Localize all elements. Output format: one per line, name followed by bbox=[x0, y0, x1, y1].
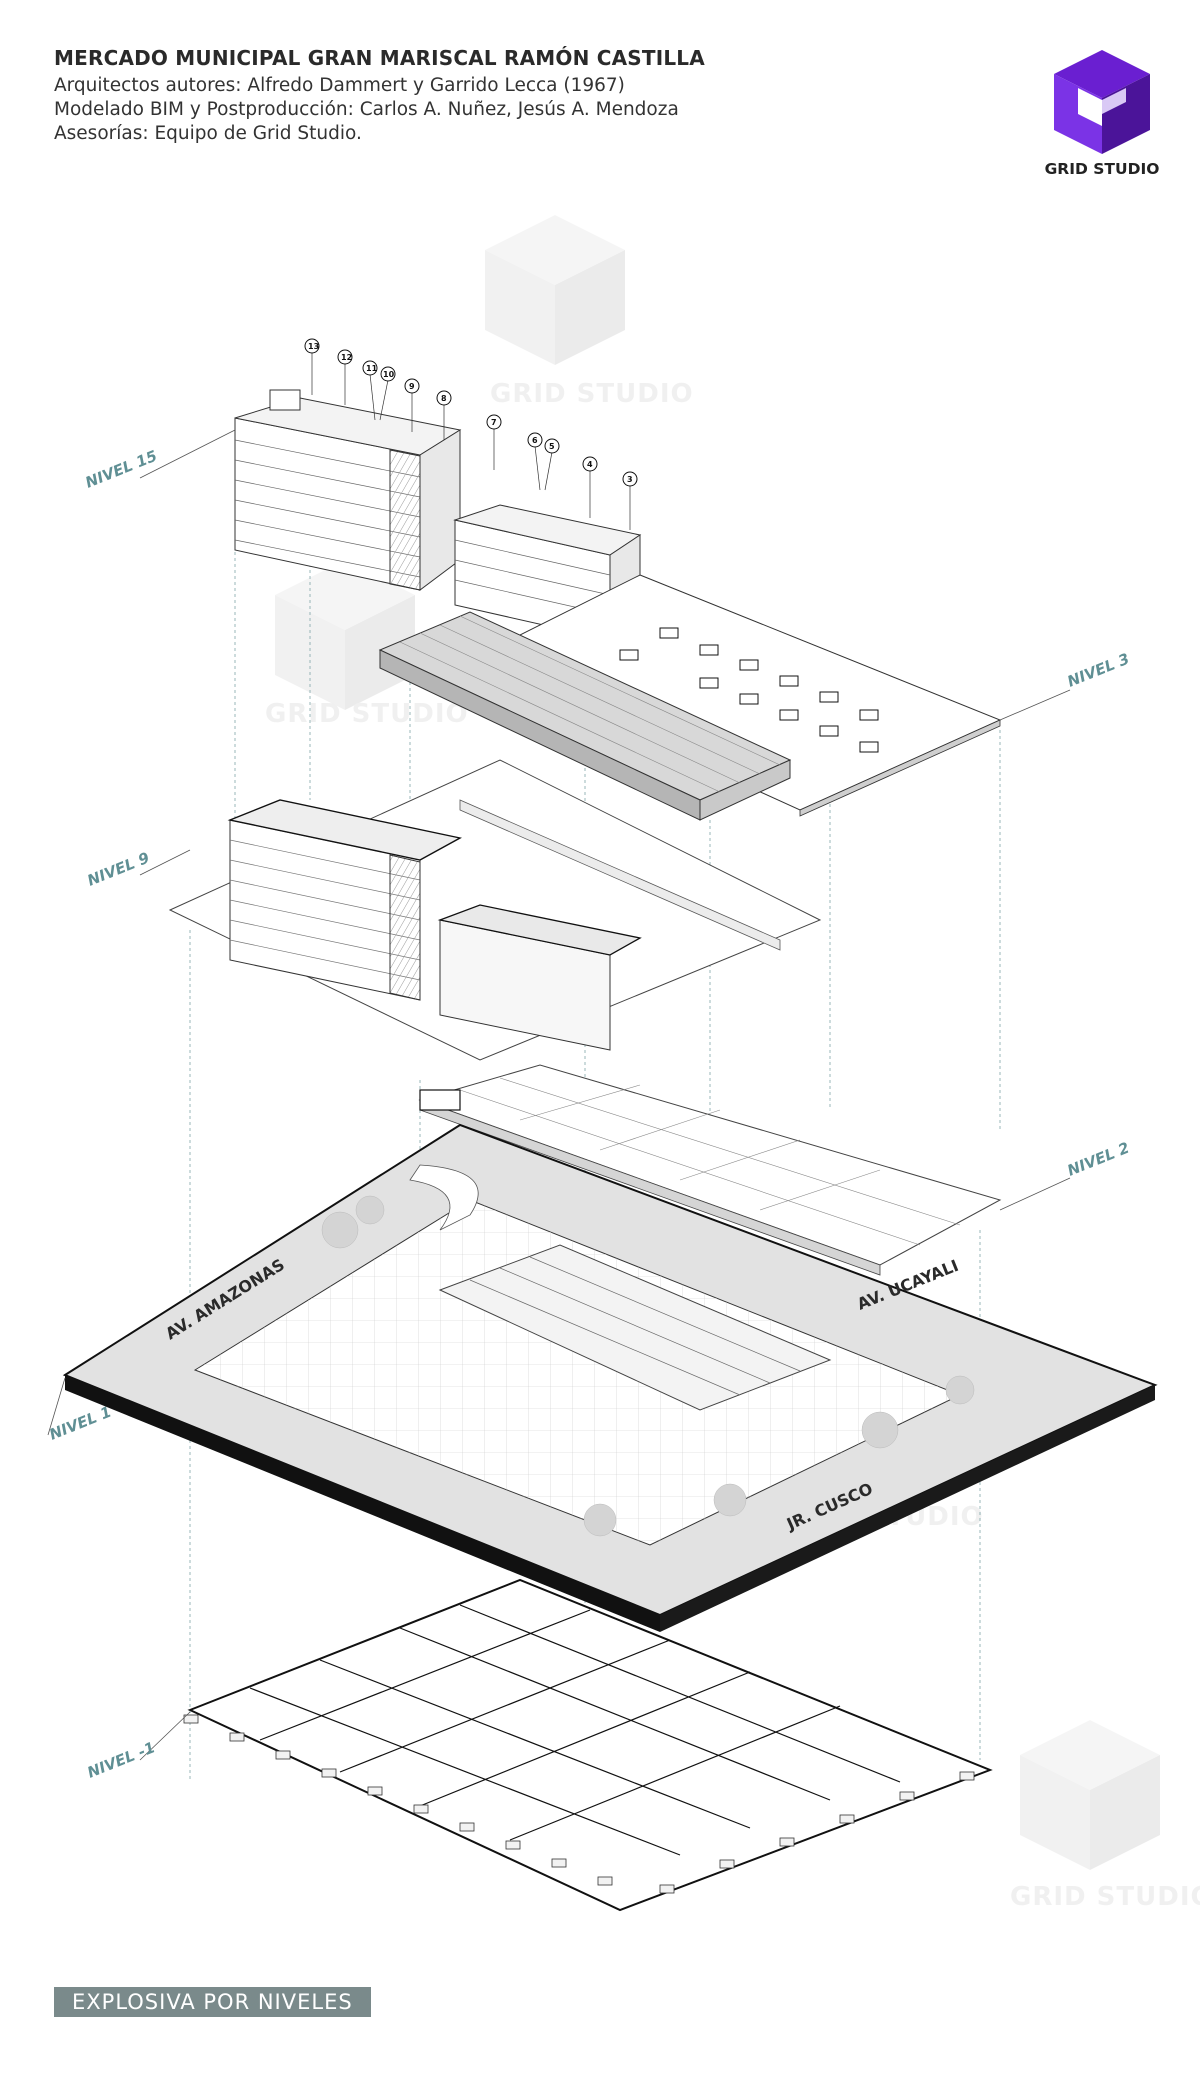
svg-text:9: 9 bbox=[409, 382, 415, 391]
label-nivel-15: NIVEL 15 bbox=[83, 447, 160, 492]
watermark-text-1: GRID STUDIO bbox=[490, 379, 694, 409]
callout-5: 5 bbox=[544, 438, 560, 491]
grid-studio-logo: GRID STUDIO bbox=[1032, 44, 1172, 184]
svg-text:7: 7 bbox=[491, 418, 497, 427]
credit-modeling: Modelado BIM y Postproducción: Carlos A.… bbox=[54, 99, 679, 120]
svg-text:8: 8 bbox=[441, 394, 447, 403]
watermark-1: GRID STUDIO bbox=[485, 215, 694, 409]
callout-12: 12 bbox=[337, 349, 353, 405]
level-15-tower bbox=[234, 389, 642, 642]
cube-logo-icon bbox=[1054, 50, 1150, 154]
level-3-roof-plate bbox=[378, 574, 1002, 821]
svg-text:12: 12 bbox=[341, 353, 352, 362]
credit-advisory: Asesorías: Equipo de Grid Studio. bbox=[54, 123, 362, 144]
svg-text:5: 5 bbox=[549, 442, 555, 451]
watermark-text-4: GRID STUDIO bbox=[1010, 1882, 1200, 1912]
label-nivel-9: NIVEL 9 bbox=[85, 849, 152, 890]
label-nivel-minus-1: NIVEL -1 bbox=[85, 1738, 158, 1781]
watermark-text-2: GRID STUDIO bbox=[265, 699, 469, 729]
level-9-plan bbox=[168, 759, 822, 1061]
level-minus-1-plan bbox=[183, 1578, 993, 1912]
svg-text:10: 10 bbox=[383, 370, 395, 379]
callout-13: 13 bbox=[304, 338, 320, 395]
level-2-plan bbox=[418, 1064, 1002, 1276]
footer-label: EXPLOSIVA POR NIVELES bbox=[54, 1987, 371, 2017]
logo-text: GRID STUDIO bbox=[1044, 160, 1160, 178]
svg-text:6: 6 bbox=[532, 436, 538, 445]
level-1-plan: AV. AMAZONAS AV. UCAYALI JR. CUSCO bbox=[62, 1123, 1158, 1632]
svg-text:3: 3 bbox=[627, 475, 633, 484]
page-title: MERCADO MUNICIPAL GRAN MARISCAL RAMÓN CA… bbox=[54, 46, 705, 70]
callout-10: 10 bbox=[379, 366, 396, 421]
callout-11: 11 bbox=[362, 360, 378, 421]
callout-6: 6 bbox=[527, 432, 543, 491]
callouts: 13 12 11 10 9 8 7 6 5 4 3 bbox=[304, 338, 638, 530]
svg-text:13: 13 bbox=[308, 342, 319, 351]
callout-9: 9 bbox=[404, 378, 420, 432]
callout-3: 3 bbox=[622, 471, 638, 530]
callout-8: 8 bbox=[436, 390, 452, 440]
label-nivel-1: NIVEL 1 bbox=[47, 1403, 114, 1444]
callout-7: 7 bbox=[486, 414, 502, 470]
credit-architects: Arquitectos autores: Alfredo Dammert y G… bbox=[54, 75, 625, 96]
svg-text:11: 11 bbox=[366, 364, 378, 373]
header: MERCADO MUNICIPAL GRAN MARISCAL RAMÓN CA… bbox=[54, 46, 954, 146]
label-nivel-2: NIVEL 2 bbox=[1065, 1139, 1132, 1180]
label-nivel-3: NIVEL 3 bbox=[1065, 650, 1132, 691]
callout-4: 4 bbox=[582, 456, 598, 518]
watermark-4: GRID STUDIO bbox=[1010, 1720, 1200, 1912]
svg-text:4: 4 bbox=[587, 460, 593, 469]
